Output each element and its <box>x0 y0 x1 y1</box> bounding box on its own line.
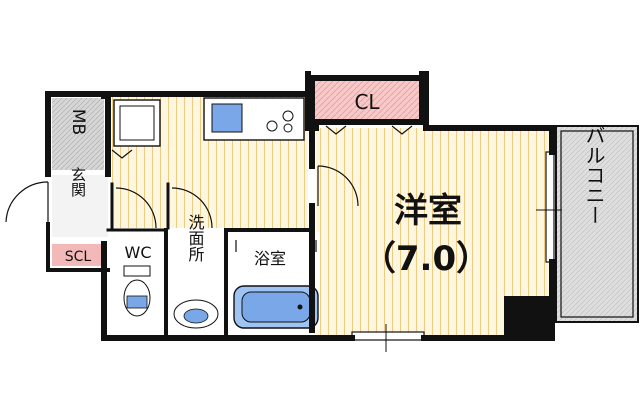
meter-box-label: MB <box>68 109 88 135</box>
toilet-door-arc <box>115 187 157 229</box>
toilet-seat-icon <box>126 295 148 309</box>
sink-icon <box>211 103 243 133</box>
wash-basin-bowl <box>183 308 209 324</box>
shoe-closet-label: SCL <box>65 249 92 265</box>
washroom-label: 洗面所 <box>186 214 205 262</box>
pillar <box>504 296 552 338</box>
entrance-door-arc <box>5 181 49 223</box>
balcony-area <box>555 125 639 323</box>
western-room-label: 洋室 <box>394 191 462 231</box>
toilet-label: WC <box>125 243 152 262</box>
balcony-window <box>545 151 555 263</box>
walls <box>45 71 555 341</box>
stove-burner-icon <box>266 120 278 132</box>
meter-box-area <box>52 98 104 170</box>
closet-label: CL <box>354 90 380 114</box>
stove-burner-icon <box>282 110 294 122</box>
shoe-closet-area <box>52 244 104 266</box>
toilet-tank-icon <box>123 265 151 277</box>
closet-door-marks <box>325 125 413 135</box>
wm-drain-icon <box>111 149 133 159</box>
bathroom-label: 浴室 <box>254 249 286 268</box>
balcony-inner <box>560 130 634 318</box>
entrance-label: 玄関 <box>69 167 87 198</box>
western-room-size: （7.0） <box>362 239 490 279</box>
south-window <box>351 331 425 341</box>
bathroom-door-mark <box>235 240 317 252</box>
balcony-label: バルコニー <box>582 125 606 225</box>
washroom-door-arc <box>171 187 213 229</box>
entrance-floor <box>52 175 108 237</box>
stove-burner-icon <box>283 123 293 133</box>
closet-area <box>309 75 425 125</box>
washing-machine-space <box>113 99 161 147</box>
washing-machine-inner <box>119 105 155 141</box>
bathtub-drain-icon <box>297 304 303 310</box>
room-door-arc <box>317 165 359 207</box>
